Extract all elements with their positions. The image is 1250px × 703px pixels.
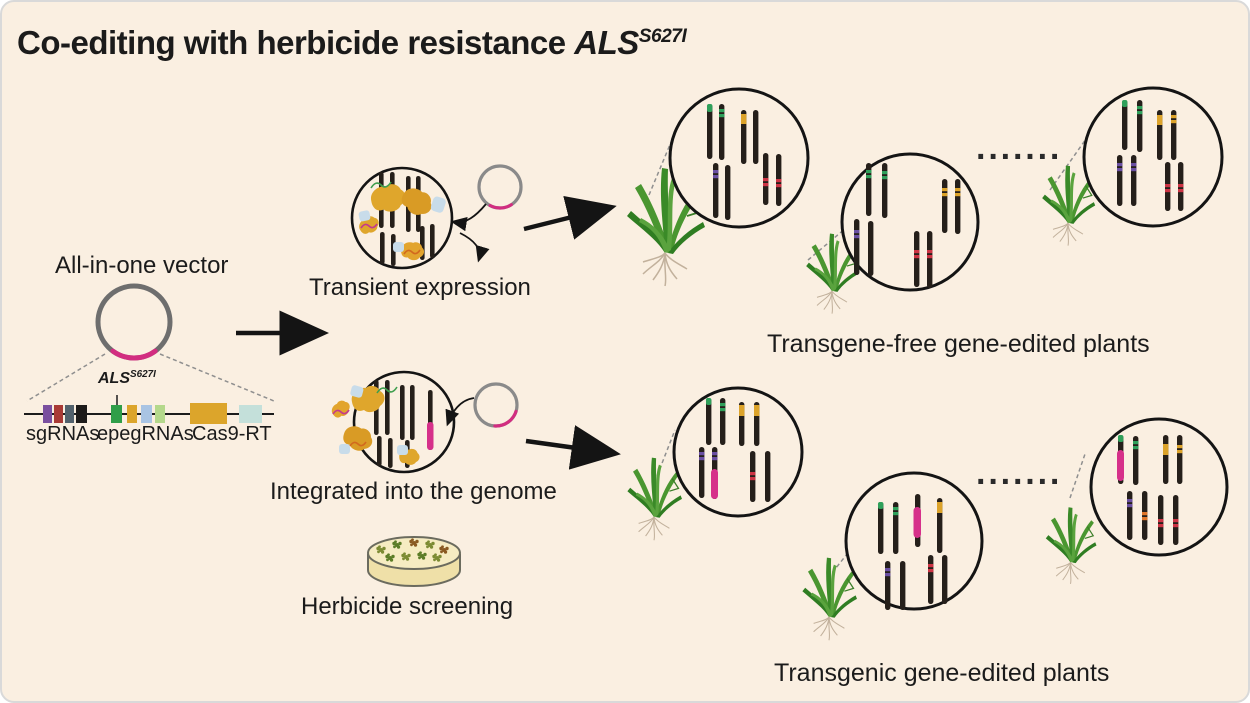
- figure-title: Co-editing with herbicide resistance ALS…: [17, 24, 687, 62]
- terminator-box: [239, 405, 262, 423]
- als-epegRNA-box: [111, 405, 122, 423]
- epegRNA-box-4: [155, 405, 165, 423]
- sgRNA-box-3: [65, 405, 74, 423]
- transient-expression-cell: [350, 166, 454, 270]
- vector-label: All-in-one vector: [55, 252, 229, 279]
- sgRNAs-label: sgRNAs: [26, 423, 100, 445]
- expansion-line-left: [26, 353, 106, 402]
- plasmid-integration-arrow: [445, 397, 475, 427]
- zoom-connector: [648, 134, 675, 196]
- plasmid-degradation-arrow: [459, 232, 490, 263]
- title-gene-name: ALS: [574, 24, 639, 61]
- ellipsis-top: ·······: [976, 138, 1063, 176]
- cas9-rt-box: [190, 403, 227, 424]
- construct-map: [24, 395, 274, 424]
- integrated-to-plants-arrow: [525, 425, 621, 470]
- cas9-protein-blob: [329, 398, 353, 420]
- zoom-connector: [1069, 453, 1086, 499]
- rice-plant: [626, 456, 683, 541]
- all-in-one-vector-plasmid: [95, 283, 173, 361]
- transgene-free-genotype-1: [668, 87, 810, 229]
- construct-gene-label: ALSS627I: [98, 368, 156, 388]
- integrated-transgene-segment: [427, 422, 434, 450]
- transient-plasmid: [477, 164, 523, 210]
- transgenic-genotype-3: [1089, 417, 1229, 557]
- cas9-rt-label: Cas9-RT: [192, 423, 272, 445]
- transgenic-outcome-label: Transgenic gene-edited plants: [774, 659, 1110, 687]
- rice-plant: [801, 556, 858, 641]
- transgene-free-genotype-3: [1082, 86, 1224, 228]
- epegRNA-box-2: [127, 405, 137, 423]
- integrated-genome-label: Integrated into the genome: [270, 478, 557, 505]
- plasmid-into-cell-arrow: [450, 203, 487, 232]
- transgenic-genotype-1: [672, 386, 804, 518]
- ellipsis-bottom: ·······: [976, 463, 1063, 501]
- transgene-free-outcome-label: Transgene-free gene-edited plants: [767, 330, 1150, 358]
- transgene-insertion: [1117, 450, 1124, 481]
- construct-gene-name: ALS: [98, 370, 130, 387]
- transgene-free-genotype-2: [840, 152, 980, 292]
- rice-plant: [1045, 506, 1098, 585]
- zoom-connector: [807, 227, 847, 261]
- epegRNAs-label: epegRNAs: [97, 423, 194, 445]
- sgRNA-box-1: [43, 405, 52, 423]
- sgRNA-box-4: [76, 405, 87, 423]
- integrating-plasmid: [473, 382, 519, 428]
- expansion-line-right: [159, 353, 275, 402]
- title-mutation: S627I: [638, 26, 687, 48]
- sgRNA-box-2: [54, 405, 63, 423]
- transgene-insertion: [913, 507, 921, 538]
- zoom-connector: [1049, 138, 1087, 191]
- transgenic-genotype-2: [844, 471, 984, 611]
- herbicide-screening-label: Herbicide screening: [301, 593, 514, 620]
- petri-dish: [367, 536, 461, 587]
- integrated-cell: [329, 370, 456, 474]
- transient-expression-label: Transient expression: [309, 274, 531, 301]
- transient-to-plants-arrow: [523, 195, 617, 240]
- construct-mutation: S627I: [130, 368, 156, 380]
- transgene-insertion: [711, 469, 718, 499]
- title-text: Co-editing with herbicide resistance: [17, 24, 575, 61]
- epegRNA-box-3: [141, 405, 152, 423]
